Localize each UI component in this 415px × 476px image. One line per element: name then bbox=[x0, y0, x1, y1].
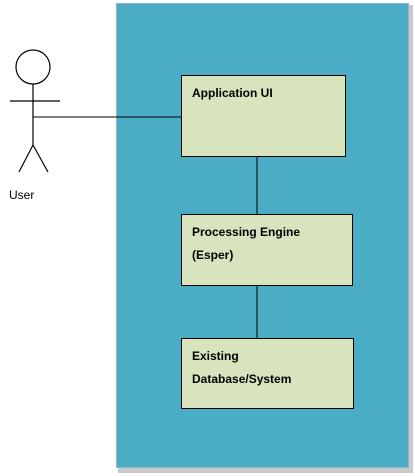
processing-engine-label-line2: (Esper) bbox=[192, 248, 234, 262]
existing-database-label-line2: Database/System bbox=[192, 372, 292, 386]
processing-engine-box: Processing Engine (Esper) bbox=[181, 214, 353, 286]
application-ui-box: Application UI bbox=[181, 75, 346, 157]
actor-label: User bbox=[9, 188, 35, 202]
application-ui-label: Application UI bbox=[192, 86, 273, 100]
existing-database-box: Existing Database/System bbox=[181, 338, 354, 409]
processing-engine-label-line1: Processing Engine bbox=[192, 225, 301, 239]
existing-database-label-line1: Existing bbox=[192, 349, 239, 363]
